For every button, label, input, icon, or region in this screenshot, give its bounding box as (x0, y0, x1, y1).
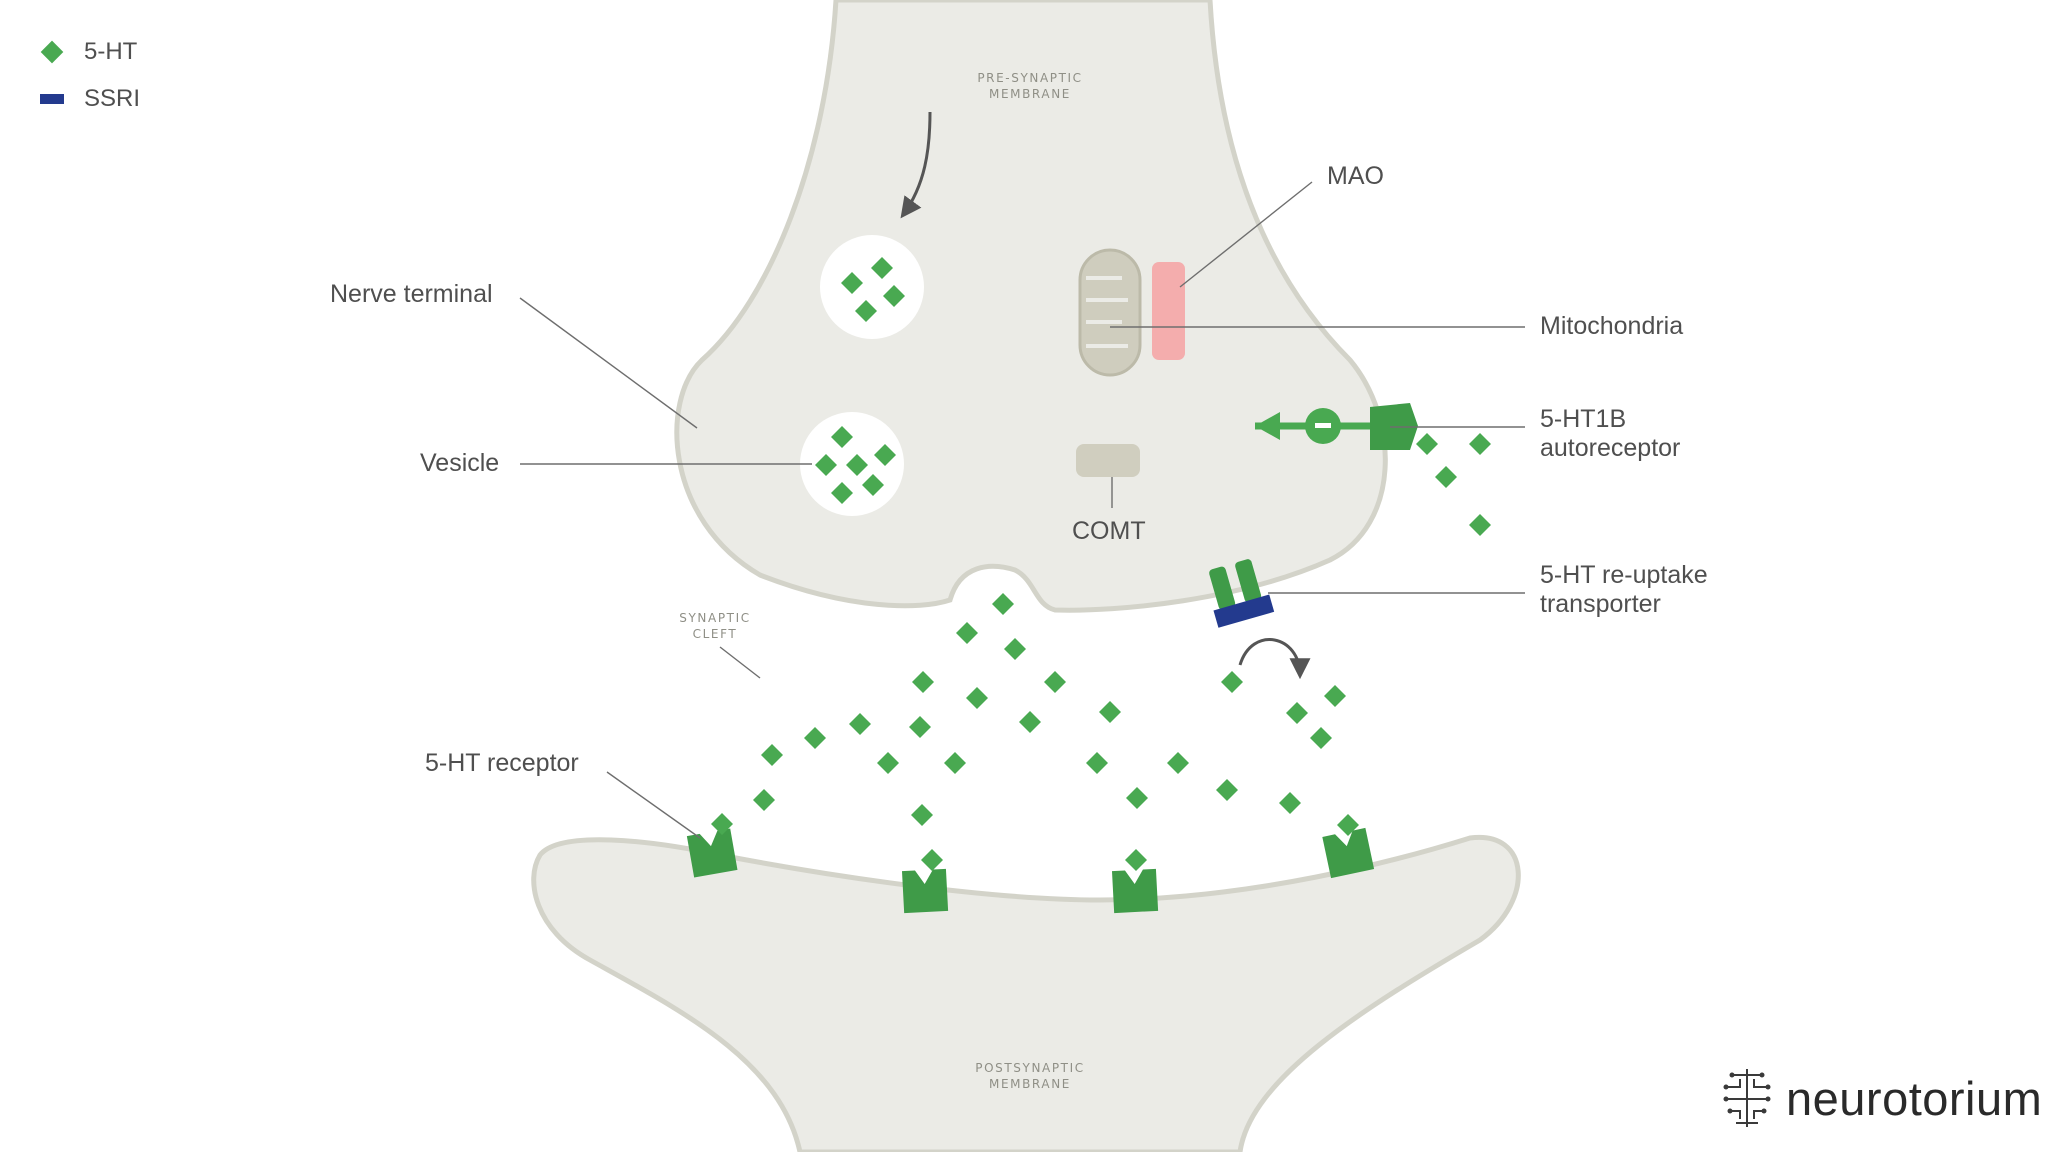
comt-label: COMT (1072, 517, 1146, 545)
autoreceptor-line1: 5-HT1B (1540, 405, 1627, 433)
serotonin-molecule (944, 752, 966, 774)
serotonin-molecule (711, 813, 733, 835)
pre-membrane-line1: PRE-SYNAPTIC (977, 71, 1083, 85)
ssri-blocker (1213, 594, 1275, 628)
receptor-icon-4 (1322, 827, 1375, 879)
receptor-icon-1 (686, 828, 738, 878)
serotonin-molecule (966, 687, 988, 709)
leader-nerve-terminal (519, 297, 698, 429)
serotonin-molecule (1216, 779, 1238, 801)
reuptake-line1: 5-HT re-uptake (1540, 561, 1708, 589)
serotonin-molecule (1279, 792, 1301, 814)
serotonin-molecule (871, 257, 893, 279)
legend-item-ssri: SSRI (40, 85, 140, 113)
serotonin-molecule (1286, 702, 1308, 724)
leader-mao (1179, 181, 1313, 288)
serotonin-molecule (761, 744, 783, 766)
serotonin-molecule (874, 444, 896, 466)
brand-logo: neurotorium (1720, 1065, 2042, 1131)
nerve-terminal-label: Nerve terminal (330, 280, 493, 308)
comt-enzyme (1076, 444, 1140, 477)
legend-label: 5-HT (84, 38, 138, 65)
serotonin-molecule (831, 426, 853, 448)
legend-label: SSRI (84, 85, 141, 112)
serotonin-molecule (1469, 514, 1491, 536)
serotonin-molecule (909, 716, 931, 738)
post-membrane-line2: MEMBRANE (989, 1077, 1071, 1091)
serotonin-molecule (1099, 701, 1121, 723)
cleft-line1: SYNAPTIC (679, 611, 751, 625)
receptor-icon-3 (1111, 868, 1159, 914)
pre-membrane-line2: MEMBRANE (989, 87, 1071, 101)
serotonin-molecule (1126, 787, 1148, 809)
serotonin-molecule (815, 454, 837, 476)
ssri-bar-icon (40, 94, 64, 104)
autoreceptor-label: 5-HT1B autoreceptor (1540, 405, 1680, 463)
serotonin-molecule (1221, 671, 1243, 693)
mitochondria-label: Mitochondria (1540, 312, 1684, 340)
cleft-label: SYNAPTIC CLEFT (660, 610, 770, 642)
5ht-diamond-icon (40, 40, 64, 64)
serotonin-molecule (992, 593, 1014, 615)
serotonin-molecule (849, 713, 871, 735)
autoreceptor-line2: autoreceptor (1540, 434, 1681, 462)
serotonin-molecule (862, 474, 884, 496)
pre-membrane-label: PRE-SYNAPTIC MEMBRANE (960, 70, 1100, 102)
reuptake-arrow (1238, 638, 1311, 680)
serotonin-molecule (1167, 752, 1189, 774)
serotonin-molecule (1310, 727, 1332, 749)
serotonin-molecule (883, 285, 905, 307)
receptor-icon-2 (901, 868, 949, 914)
reuptake-label: 5-HT re-uptake transporter (1540, 561, 1708, 619)
postsynaptic-membrane (531, 834, 1521, 1155)
reuptake-transporter-icon (1209, 559, 1275, 628)
release-arrow (900, 111, 932, 219)
serotonin-molecule (1044, 671, 1066, 693)
leader-lines (519, 181, 1525, 839)
serotonin-molecule (911, 804, 933, 826)
serotonin-molecule (1086, 752, 1108, 774)
serotonin-molecule (1125, 849, 1147, 871)
serotonin-molecule (841, 272, 863, 294)
serotonin-molecule (1004, 638, 1026, 660)
cleft-line2: CLEFT (692, 627, 738, 641)
receptor-label: 5-HT receptor (425, 749, 579, 777)
brain-circuit-icon (1723, 1069, 1771, 1127)
brand-name: neurotorium (1786, 1071, 2043, 1125)
serotonin-molecule (1019, 711, 1041, 733)
serotonin-molecule (804, 727, 826, 749)
serotonin-molecule (855, 300, 877, 322)
serotonin-molecule (1416, 433, 1438, 455)
mitochondria-icon (1078, 248, 1142, 377)
serotonin-molecule (1324, 685, 1346, 707)
post-membrane-line1: POSTSYNAPTIC (975, 1061, 1085, 1075)
serotonin-molecule (753, 789, 775, 811)
vesicle-label: Vesicle (420, 449, 500, 477)
serotonin-molecule (1337, 814, 1359, 836)
serotonin-molecule (1435, 466, 1457, 488)
serotonin-molecule (877, 752, 899, 774)
serotonin-molecule (912, 671, 934, 693)
post-membrane-label: POSTSYNAPTIC MEMBRANE (960, 1060, 1100, 1092)
serotonin-molecule (1469, 433, 1491, 455)
leader-cleft (719, 646, 761, 679)
mao-label: MAO (1327, 162, 1384, 190)
serotonin-molecules (711, 257, 1491, 871)
vesicle-top (820, 235, 924, 339)
reuptake-line2: transporter (1540, 590, 1661, 618)
leader-receptor (606, 771, 701, 839)
serotonin-molecule (956, 622, 978, 644)
serotonin-molecule (921, 849, 943, 871)
serotonin-molecule (846, 454, 868, 476)
serotonin-molecule (831, 482, 853, 504)
legend-item-5ht: 5-HT (40, 38, 137, 66)
mao-enzyme (1152, 262, 1185, 360)
